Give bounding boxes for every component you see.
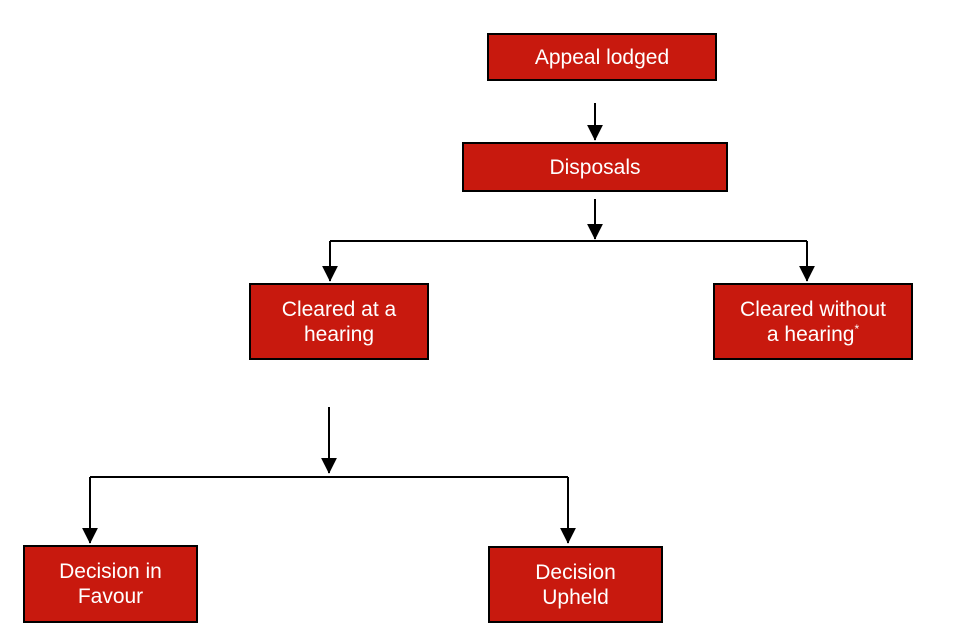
node-decision-upheld: Decision Upheld xyxy=(488,546,663,623)
node-label: Appeal lodged xyxy=(534,45,670,69)
node-decision-in-favour: Decision in Favour xyxy=(23,545,198,623)
node-label-line1: Cleared without xyxy=(740,297,886,321)
node-label-line1: Decision in xyxy=(59,560,162,583)
node-label-line2: hearing xyxy=(303,322,375,346)
node-label-text: a hearing xyxy=(766,322,855,346)
node-appeal-lodged: Appeal lodged xyxy=(487,33,717,81)
node-label-line2: Favour xyxy=(77,585,144,608)
node-label: Disposals xyxy=(549,155,641,179)
node-label-line1: Decision xyxy=(535,560,616,584)
footnote-asterisk: * xyxy=(854,321,860,336)
node-label-line2: Upheld xyxy=(542,585,609,609)
node-disposals: Disposals xyxy=(462,142,728,192)
node-label-line2: a hearing* xyxy=(767,322,859,347)
node-label-line1: Cleared at a xyxy=(281,297,397,321)
node-cleared-at-a-hearing: Cleared at a hearing xyxy=(249,283,429,360)
node-cleared-without-a-hearing: Cleared without a hearing* xyxy=(713,283,913,360)
